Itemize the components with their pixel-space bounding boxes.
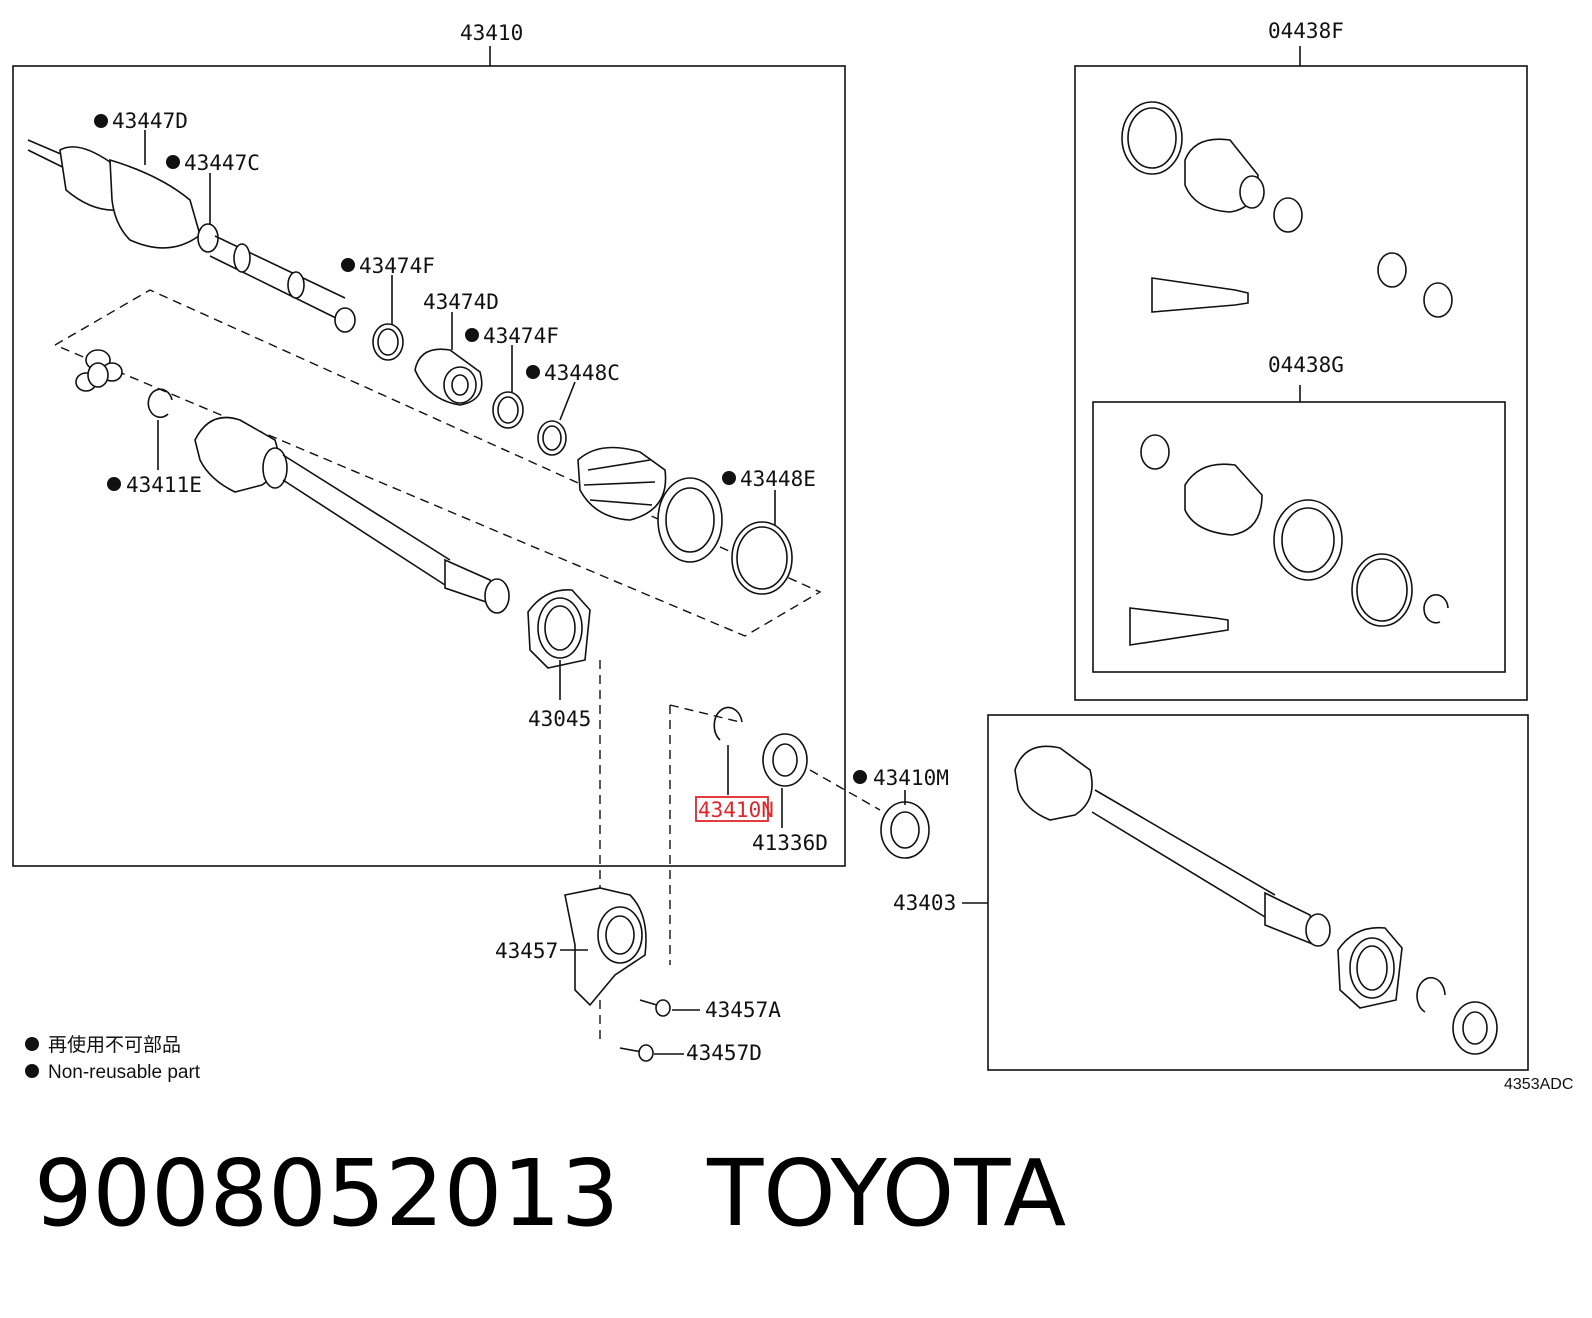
outer-joint-shaft [27,139,356,333]
label-43410N[interactable]: 43410N [698,798,774,822]
label-43474F-b[interactable]: 43474F [483,324,559,348]
tripod-joint [75,349,123,392]
highlight-box-43410N [695,796,769,822]
bracket-43457 [564,887,647,1007]
assembly-43403-parts [1014,745,1498,1055]
inboard-boot [577,446,723,563]
bolt-43457D [619,1044,654,1062]
label-43411E[interactable]: 43411E [126,473,202,497]
legend: 再使用不可部品 Non-reusable part [25,1034,201,1083]
legend-japanese: 再使用不可部品 [48,1034,181,1056]
label-43448E[interactable]: 43448E [740,467,816,491]
label-43410[interactable]: 43410 [460,21,523,45]
footer-brand: TOYOTA [707,1140,1067,1247]
bolt-43457A [639,999,671,1017]
label-04438F[interactable]: 04438F [1268,19,1344,43]
label-43457A[interactable]: 43457A [705,998,781,1022]
label-04438G[interactable]: 04438G [1268,353,1344,377]
footer-part-number: 9008052013 [34,1140,620,1247]
washer-41336D [762,733,808,787]
label-43457[interactable]: 43457 [495,939,558,963]
clamp-43448C [537,420,567,456]
label-43457D[interactable]: 43457D [686,1041,762,1065]
label-43474D[interactable]: 43474D [423,290,499,314]
label-41336D[interactable]: 41336D [752,831,828,855]
label-43448C[interactable]: 43448C [544,361,620,385]
main-assembly-frame [12,65,846,867]
kit-04438F-frame [1074,65,1528,701]
clamp-43474F-b [492,391,524,429]
snap-ring-43411E [147,388,173,419]
legend-english: Non-reusable part [48,1062,201,1083]
non-reusable-markers [94,114,867,784]
diagram-code: 4353ADC [1504,1076,1573,1093]
label-43447C[interactable]: 43447C [184,151,260,175]
label-43403[interactable]: 43403 [893,891,956,915]
damper-43474D [414,348,483,406]
kit-04438G-parts [1129,434,1449,646]
snap-ring-43410N [713,706,743,741]
label-43045[interactable]: 43045 [528,707,591,731]
clamp-43448E [731,521,793,595]
label-43447D[interactable]: 43447D [112,109,188,133]
label-43410M[interactable]: 43410M [873,766,949,790]
clamp-43474F-a [372,323,404,361]
kit-04438G-frame [1092,401,1506,673]
footer-caption: 9008052013 TOYOTA [34,1140,1066,1247]
label-43474F-a[interactable]: 43474F [359,254,435,278]
seal-43410M [880,801,930,859]
inboard-joint-shaft [194,416,510,614]
kit-04438F-parts [1121,101,1453,318]
leader-lines [144,130,906,1055]
assembly-43403-frame [987,714,1529,1071]
dashed-group-outline [54,289,822,637]
bearing-bracket-43045 [527,589,591,669]
